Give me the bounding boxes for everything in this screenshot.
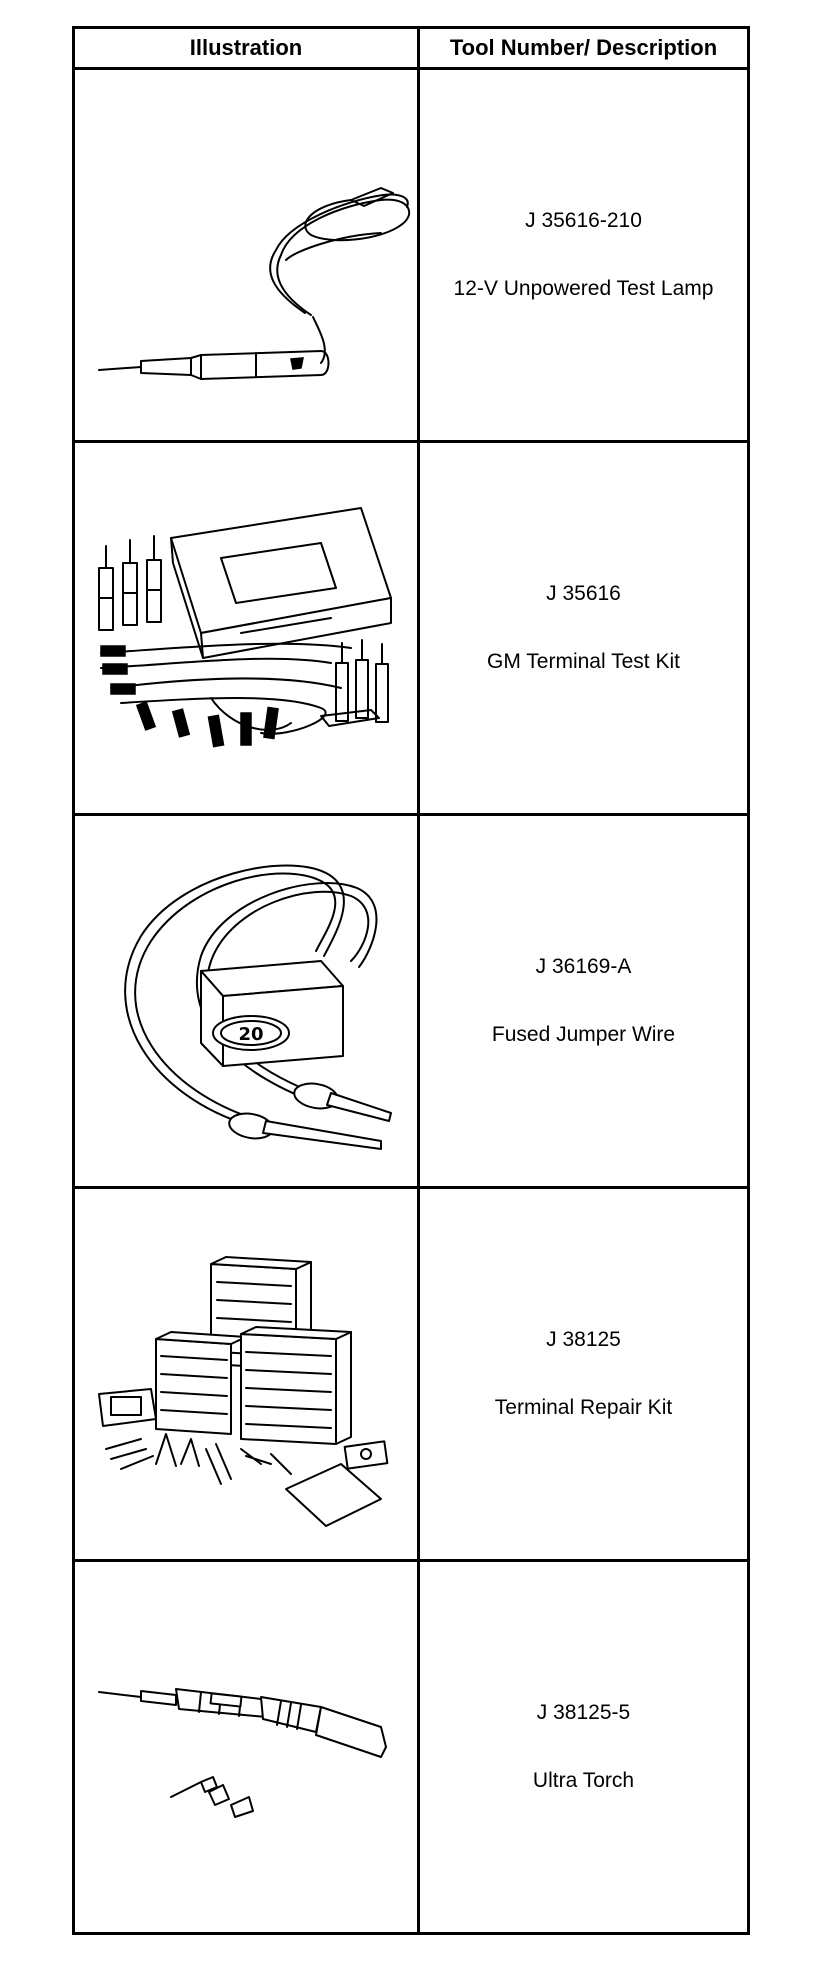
tool-description-cell: J 35616-210 12-V Unpowered Test Lamp	[417, 67, 750, 443]
illustration-cell	[72, 440, 420, 816]
tool-number: J 35616-210	[525, 209, 642, 232]
illustration-cell: 20	[72, 813, 420, 1189]
tool-description-cell: J 38125-5 Ultra Torch	[417, 1559, 750, 1935]
fused-jumper-wire-illustration: 20	[124, 864, 392, 1150]
table-row: 20 J 36169-A Fused Jumper Wire	[72, 813, 750, 1189]
tool-description: Ultra Torch	[532, 1769, 635, 1792]
tool-description-cell: J 38125 Terminal Repair Kit	[417, 1186, 750, 1562]
terminal-repair-kit-illustration	[98, 1256, 389, 1527]
tool-description: Fused Jumper Wire	[491, 1023, 676, 1046]
tool-column-header: Tool Number/ Description	[417, 26, 750, 70]
illustration-column-header: Illustration	[72, 26, 420, 70]
tool-description: Terminal Repair Kit	[494, 1396, 673, 1419]
tool-number: J 38125-5	[536, 1701, 631, 1724]
fuse-rating-label: 20	[238, 1024, 263, 1045]
tool-table: Illustration Tool Number/ Description	[72, 26, 750, 1935]
ultra-torch-illustration	[98, 1688, 387, 1818]
illustration-cell	[72, 1186, 420, 1562]
table-row: J 35616-210 12-V Unpowered Test Lamp	[72, 67, 750, 443]
tool-description: GM Terminal Test Kit	[487, 650, 680, 673]
tool-number: J 35616	[546, 582, 621, 605]
table-row: J 38125-5 Ultra Torch	[72, 1559, 750, 1935]
table-row: J 38125 Terminal Repair Kit	[72, 1186, 750, 1562]
tool-description-cell: J 35616 GM Terminal Test Kit	[417, 440, 750, 816]
table-row: J 35616 GM Terminal Test Kit	[72, 440, 750, 816]
header-row: Illustration Tool Number/ Description	[72, 26, 750, 70]
tool-number: J 38125	[546, 1328, 621, 1351]
tool-number: J 36169-A	[535, 955, 632, 978]
test-lamp-illustration	[98, 187, 411, 380]
tool-description: 12-V Unpowered Test Lamp	[453, 277, 714, 300]
illustration-cell	[72, 1559, 420, 1935]
tool-description-cell: J 36169-A Fused Jumper Wire	[417, 813, 750, 1189]
terminal-test-kit-illustration	[98, 507, 392, 748]
illustration-cell	[72, 67, 420, 443]
